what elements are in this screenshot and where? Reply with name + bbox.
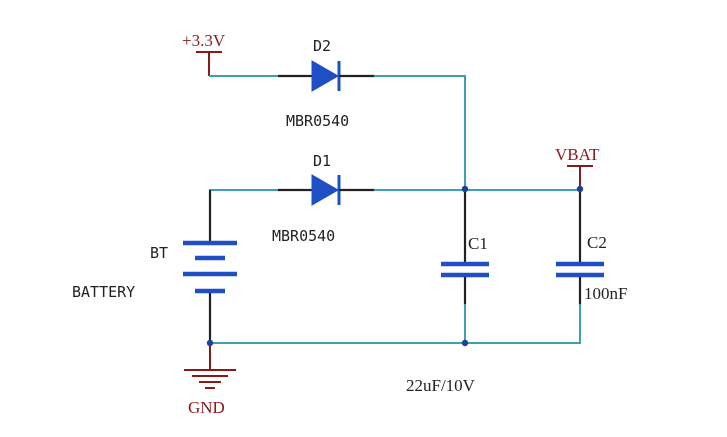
capacitor-c2 <box>556 190 604 305</box>
junction-node-vbat <box>576 185 584 193</box>
power-label-3v3: +3.3V <box>182 31 226 50</box>
capacitor-c1 <box>441 190 489 305</box>
junction-node-ground-left <box>206 339 214 347</box>
d2-reference: D2 <box>313 37 331 55</box>
diode-d1 <box>278 174 375 206</box>
wire-bt-d1 <box>209 189 279 241</box>
battery-bt <box>183 190 237 343</box>
d1-reference: D1 <box>313 152 331 170</box>
c2-reference: C2 <box>587 233 607 252</box>
bt-reference: BT <box>150 244 168 262</box>
d2-part-number: MBR0540 <box>286 112 349 130</box>
d1-part-number: MBR0540 <box>272 227 335 245</box>
diode-d2 <box>278 60 375 92</box>
bt-part-name: BATTERY <box>72 283 135 301</box>
c1-reference: C1 <box>468 234 488 253</box>
power-port-3v3 <box>196 51 222 76</box>
power-label-vbat: VBAT <box>555 145 600 164</box>
junction-node-top <box>461 185 469 193</box>
wire-d2-node <box>374 75 466 189</box>
ground-label: GND <box>188 398 225 417</box>
c1-value: 22uF/10V <box>406 376 476 395</box>
junction-node-ground-mid <box>461 339 469 347</box>
ground-symbol <box>184 343 236 389</box>
c2-value: 100nF <box>584 284 627 303</box>
